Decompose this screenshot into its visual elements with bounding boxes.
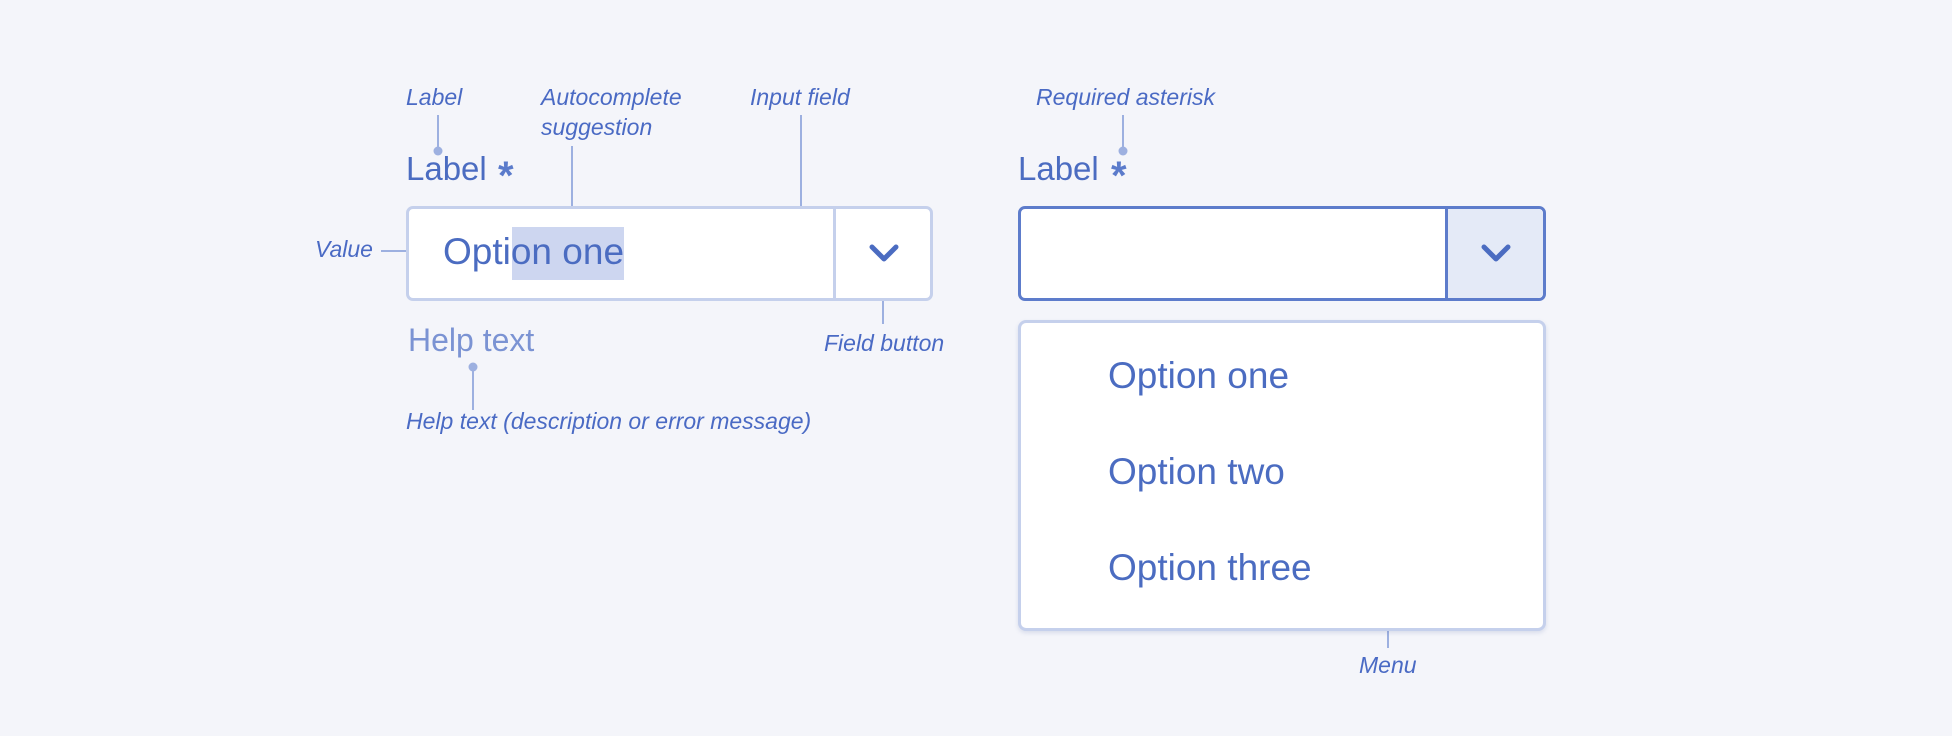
field-label-right: Label (1018, 150, 1099, 187)
callout-required-asterisk: Required asterisk (1036, 84, 1215, 110)
combobox-value: Option one (443, 231, 624, 273)
combobox-input-field-open[interactable] (1018, 206, 1546, 301)
callout-field-button: Field button (824, 330, 945, 356)
callout-input-field: Input field (750, 84, 850, 110)
combobox-input-field[interactable]: Option one (406, 206, 933, 301)
menu-item-option-three[interactable]: Option three (1108, 547, 1312, 588)
field-label: Label (406, 150, 487, 187)
required-asterisk-right: * (1111, 154, 1127, 198)
callout-help-text: Help text (description or error message) (406, 408, 812, 434)
field-button-active[interactable] (1448, 209, 1543, 298)
field-button[interactable] (836, 209, 930, 298)
callout-autocomplete-line2: suggestion (541, 114, 653, 140)
autocomplete-suggestion: on one (510, 231, 625, 272)
callout-menu: Menu (1359, 652, 1417, 678)
menu-item-option-two[interactable]: Option two (1108, 451, 1285, 492)
typed-value: Opti (443, 231, 511, 272)
field-button-divider-right (1445, 209, 1448, 298)
options-menu: Option one Option two Option three (1018, 320, 1546, 631)
chevron-down-icon (1481, 244, 1511, 262)
field-button-divider (833, 209, 836, 298)
chevron-down-icon (869, 244, 899, 262)
help-text: Help text (408, 322, 535, 358)
required-asterisk: * (498, 154, 514, 198)
callout-value: Value (315, 236, 373, 262)
callout-autocomplete-line1: Autocomplete (541, 84, 682, 110)
callout-label: Label (406, 84, 463, 110)
menu-item-option-one[interactable]: Option one (1108, 355, 1290, 396)
autocomplete-highlight (512, 227, 624, 280)
